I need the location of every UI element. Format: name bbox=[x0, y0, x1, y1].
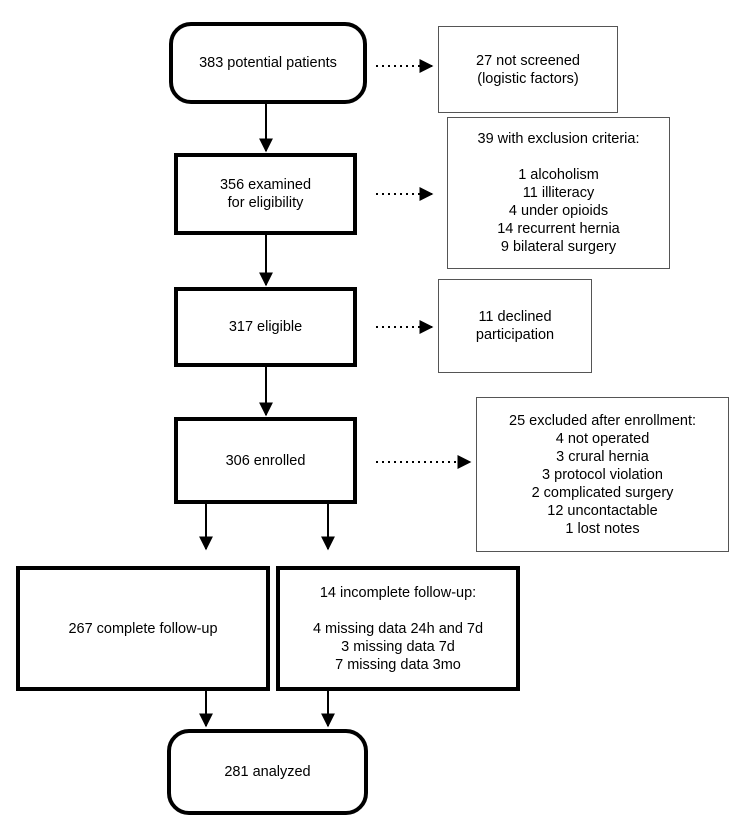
not-screened-box: 27 not screened (logistic factors) bbox=[438, 26, 618, 113]
incomplete-follow-up-item: 4 missing data 24h and 7d bbox=[312, 620, 484, 637]
eligible-box: 317 eligible bbox=[174, 287, 357, 367]
complete-follow-up-label: 267 complete follow-up bbox=[68, 620, 218, 637]
exclusion-criteria-title: 39 with exclusion criteria: bbox=[477, 131, 640, 147]
examined-label-line-2: for eligibility bbox=[227, 195, 304, 211]
potential-patients-box: 383 potential patients bbox=[169, 22, 367, 104]
incomplete-follow-up-item: 3 missing data 7d bbox=[341, 638, 455, 655]
excluded-after-enrollment-item: 1 lost notes bbox=[565, 520, 640, 537]
excluded-after-enrollment-title: 25 excluded after enrollment: bbox=[509, 412, 696, 429]
incomplete-follow-up-item: 7 missing data 3mo bbox=[335, 656, 461, 673]
enrolled-box: 306 enrolled bbox=[174, 417, 357, 504]
exclusion-criteria-item: 9 bilateral surgery bbox=[500, 239, 617, 255]
not-screened-line-2: (logistic factors) bbox=[477, 70, 579, 87]
excluded-after-enrollment-item: 3 protocol violation bbox=[542, 466, 663, 483]
analyzed-box: 281 analyzed bbox=[167, 729, 368, 815]
potential-patients-label: 383 potential patients bbox=[199, 55, 337, 71]
analyzed-label: 281 analyzed bbox=[224, 764, 311, 780]
exclusion-criteria-item: 4 under opioids bbox=[508, 203, 609, 219]
declined-line-1: 11 declined bbox=[478, 309, 552, 325]
excluded-after-enrollment-item: 2 complicated surgery bbox=[531, 484, 674, 501]
declined-box: 11 declined participation bbox=[438, 279, 592, 373]
incomplete-follow-up-box: 14 incomplete follow-up: 4 missing data … bbox=[276, 566, 520, 691]
excluded-after-enrollment-box: 25 excluded after enrollment: 4 not oper… bbox=[476, 397, 729, 552]
examined-box: 356 examined for eligibility bbox=[174, 153, 357, 235]
complete-follow-up-box: 267 complete follow-up bbox=[16, 566, 270, 691]
excluded-after-enrollment-item: 4 not operated bbox=[555, 430, 650, 447]
excluded-after-enrollment-item: 3 crural hernia bbox=[556, 448, 649, 465]
not-screened-line-1: 27 not screened bbox=[476, 52, 580, 69]
excluded-after-enrollment-item: 12 uncontactable bbox=[547, 502, 658, 519]
exclusion-criteria-box: 39 with exclusion criteria: 1 alcoholism… bbox=[447, 117, 670, 269]
enrolled-label: 306 enrolled bbox=[225, 452, 306, 469]
incomplete-follow-up-title: 14 incomplete follow-up: bbox=[319, 584, 477, 601]
exclusion-criteria-item: 1 alcoholism bbox=[518, 167, 599, 183]
eligible-label: 317 eligible bbox=[228, 319, 303, 335]
exclusion-criteria-item: 14 recurrent hernia bbox=[497, 221, 620, 237]
exclusion-criteria-item: 11 illiteracy bbox=[522, 185, 595, 201]
examined-label-line-1: 356 examined bbox=[219, 177, 312, 193]
declined-line-2: participation bbox=[475, 327, 555, 343]
